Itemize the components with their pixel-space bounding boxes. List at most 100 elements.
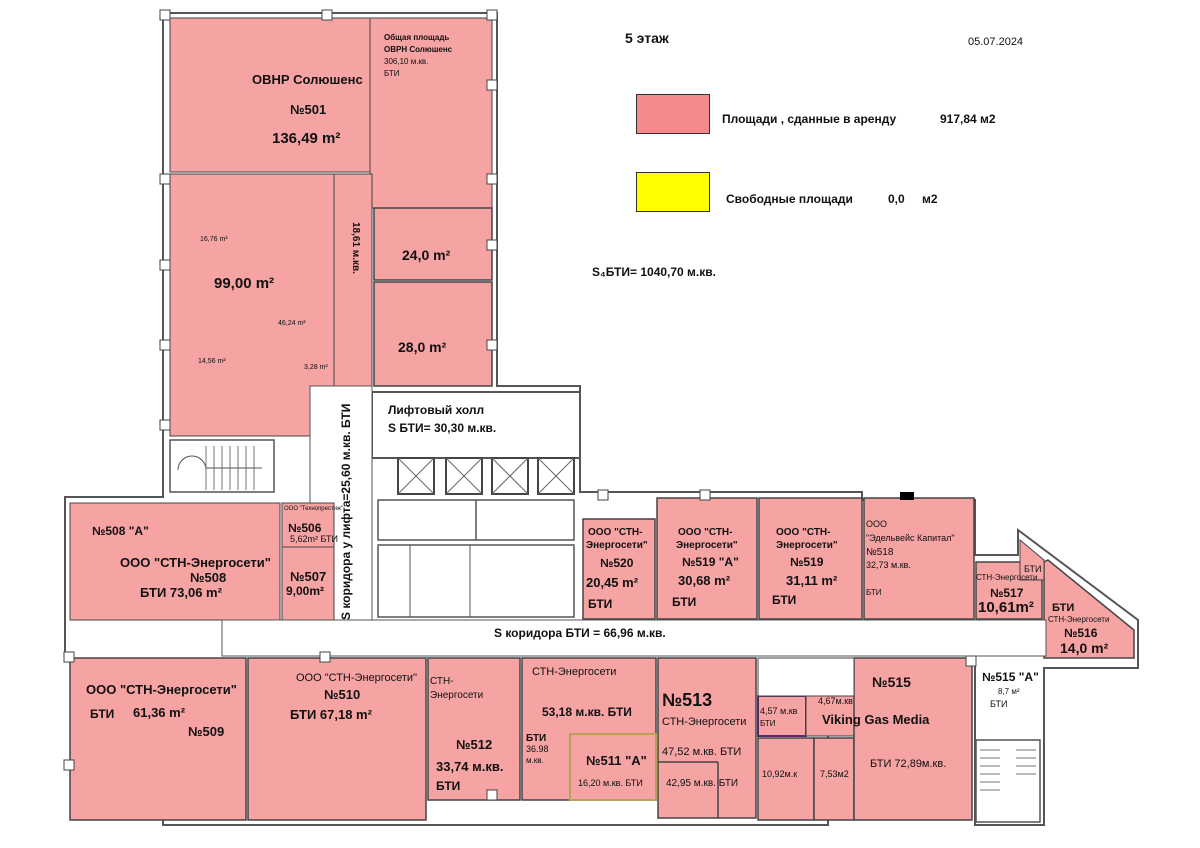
room-24 bbox=[373, 207, 493, 281]
corridor-main bbox=[221, 619, 1047, 657]
room-501-east bbox=[369, 17, 493, 209]
r519-tenant-2: Энергосети" bbox=[776, 540, 838, 551]
r513-number: №513 bbox=[662, 690, 713, 710]
room-514c bbox=[757, 737, 815, 821]
r515-area: БТИ 72,89м.кв. bbox=[870, 758, 947, 770]
r501-note-1: Общая площадь bbox=[384, 33, 450, 42]
sub-area-2: 46,24 m² bbox=[278, 320, 306, 327]
r519a-number: №519 "А" bbox=[682, 555, 739, 569]
r519a-tenant-1: ООО "СТН- bbox=[678, 527, 733, 538]
r514-area-1: 4,57 м.кв bbox=[760, 706, 798, 716]
legend-free-label: Свободные площади bbox=[726, 192, 853, 206]
r515a-area: 8,7 м² bbox=[998, 687, 1020, 696]
r512-tenant-2: Энергосети bbox=[430, 690, 484, 701]
r510-area: БТИ 67,18 m² bbox=[290, 707, 372, 722]
r510-number: №510 bbox=[324, 687, 361, 702]
room-517-tip bbox=[1019, 538, 1045, 581]
room-510 bbox=[247, 657, 427, 821]
r511a-number: №511 "А" bbox=[586, 753, 647, 768]
r506-area: 5,62m² БТИ bbox=[290, 534, 338, 544]
r519-area: 31,11 m² bbox=[786, 573, 838, 588]
r501-area: 136,49 m² bbox=[272, 130, 341, 147]
r506-number: №506 bbox=[288, 521, 322, 535]
r509-number: №509 bbox=[188, 724, 225, 739]
r515a-bti: БТИ bbox=[990, 699, 1008, 709]
r501-note-3: 306,10 м.кв. bbox=[384, 57, 429, 66]
floor-title: 5 этаж bbox=[625, 30, 669, 46]
r513-area-1: 47,52 м.кв. БТИ bbox=[662, 746, 742, 758]
room-513 bbox=[657, 657, 757, 819]
r518-tenant-1: ООО bbox=[866, 519, 888, 529]
r508-number: №508 bbox=[190, 570, 227, 585]
r515a-number: №515 "А" bbox=[982, 670, 1039, 684]
r518-number: №518 bbox=[866, 547, 894, 558]
r513-tenant: СТН-Энергосети bbox=[662, 716, 747, 728]
legend-rented-value: 917,84 м2 bbox=[940, 112, 996, 126]
room-512 bbox=[427, 657, 521, 801]
r516-bti: БТИ bbox=[1052, 602, 1075, 614]
legend-free-swatch bbox=[636, 172, 710, 212]
room-519a bbox=[656, 497, 758, 620]
corridor-main-area: S коридора БТИ = 66,96 м.кв. bbox=[494, 626, 666, 640]
r516-number: №516 bbox=[1064, 626, 1098, 640]
legend-free-value: 0,0 bbox=[888, 192, 905, 206]
room-99 bbox=[169, 173, 335, 437]
r501-tenant: ОВНР Солюшенс bbox=[252, 72, 363, 87]
r519a-area: 30,68 m² bbox=[678, 573, 731, 588]
r509-tenant: ООО "СТН-Энергосети" bbox=[86, 682, 237, 697]
r511-area-main: 53,18 м.кв. БТИ bbox=[542, 705, 632, 719]
r510-tenant: ООО "СТН-Энергосети" bbox=[296, 672, 417, 684]
r512-area: 33,74 м.кв. bbox=[436, 759, 504, 774]
r517-bti-top: БТИ bbox=[1024, 564, 1042, 574]
room-28 bbox=[373, 281, 493, 387]
legend-rented-label: Площади , сданные в аренду bbox=[722, 112, 897, 126]
r512-number: №512 bbox=[456, 737, 493, 752]
r519-tenant-1: ООО "СТН- bbox=[776, 527, 831, 538]
r501-number: №501 bbox=[290, 102, 327, 117]
room-506 bbox=[281, 502, 335, 548]
r520-tenant-1: ООО "СТН- bbox=[588, 527, 643, 538]
r509-area: 61,36 m² bbox=[133, 705, 186, 720]
r515-tenant: Viking Gas Media bbox=[822, 712, 930, 727]
r509-bti: БТИ bbox=[90, 707, 115, 721]
r519-bti: БТИ bbox=[772, 593, 797, 607]
legend-rented-swatch bbox=[636, 94, 710, 134]
r514-area-1-bti: БТИ bbox=[760, 719, 776, 728]
r508-tenant: ООО "СТН-Энергосети" bbox=[120, 555, 271, 570]
room-514a bbox=[757, 695, 807, 737]
plan-date: 05.07.2024 bbox=[968, 36, 1024, 48]
legend-free-unit: м2 bbox=[922, 192, 938, 206]
corridor-upper bbox=[333, 173, 373, 387]
r520-bti: БТИ bbox=[588, 597, 613, 611]
r506-tenant: ООО "Технопрестиж" bbox=[284, 506, 344, 512]
stair-right bbox=[975, 739, 1041, 823]
corridor-upper-area: 18,61 м.кв. bbox=[350, 222, 361, 274]
r518-area: 32,73 м.кв. bbox=[866, 560, 911, 570]
room-501 bbox=[169, 17, 371, 173]
r513-area-2: 42,95 м.кв. БТИ bbox=[666, 778, 739, 789]
r511-tenant: СТН-Энергосети bbox=[532, 666, 617, 678]
r508-area: БТИ 73,06 m² bbox=[140, 585, 222, 600]
r511-sub-area-1: 36.98 bbox=[526, 744, 549, 754]
r514-area-4: 7,53м2 bbox=[820, 769, 849, 779]
room-507 bbox=[281, 546, 335, 621]
sub-area-1: 16,76 m² bbox=[200, 236, 228, 243]
r520-number: №520 bbox=[600, 556, 634, 570]
lift-hall-area: S БТИ= 30,30 м.кв. bbox=[388, 421, 497, 435]
r511a-area: 16,20 м.кв. БТИ bbox=[578, 778, 643, 788]
total-area: S₄БТИ= 1040,70 м.кв. bbox=[592, 265, 716, 279]
r512-tenant-1: СТН- bbox=[430, 676, 454, 687]
room-518 bbox=[863, 497, 975, 620]
room-515 bbox=[853, 657, 973, 821]
r508a-number: №508 "А" bbox=[92, 524, 149, 538]
room-519 bbox=[758, 497, 863, 620]
room-508 bbox=[69, 502, 281, 621]
r507-area: 9,00m² bbox=[286, 584, 325, 598]
room-520 bbox=[582, 518, 656, 620]
room-514-top bbox=[757, 657, 855, 697]
r520-area: 20,45 m² bbox=[586, 575, 639, 590]
room-511a bbox=[569, 733, 657, 801]
r519-number: №519 bbox=[790, 555, 824, 569]
